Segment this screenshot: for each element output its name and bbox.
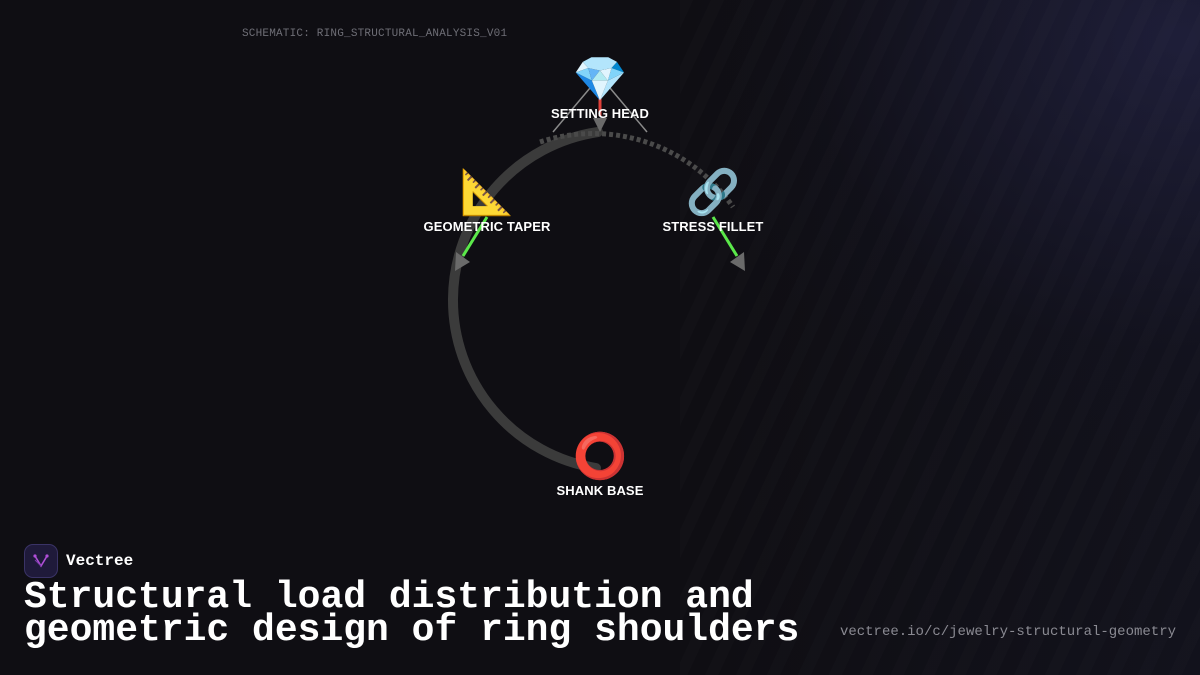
page-title: Structural load distribution and geometr… [24,576,800,652]
node-geometric-taper: 📐 GEOMETRIC TAPER [387,167,587,235]
prong-line-right [609,87,648,133]
node-setting-head: 💎 SETTING HEAD [500,54,700,122]
ring-shank-arc [448,127,603,473]
ring-shoulder-dashed-arc [539,131,736,209]
brand[interactable]: Vectree [24,544,133,578]
schematic-id: SCHEMATIC: RING_STRUCTURAL_ANALYSIS_V01 [242,28,508,40]
brand-name: Vectree [66,552,134,570]
vectree-logo-icon [24,544,58,578]
triangular-ruler-icon: 📐 [459,167,515,218]
gem-icon: 💎 [572,54,628,105]
fillet-load-arrowhead [730,252,745,271]
prong-line-left [552,87,591,133]
link-icon: 🔗 [685,167,741,218]
ring-circle-icon: ⭕ [572,431,628,482]
taper-load-arrow [461,216,489,257]
setting-load-arrowhead [593,118,607,132]
source-url[interactable]: vectree.io/c/jewelry-structural-geometry [839,624,1176,640]
node-stress-fillet: 🔗 STRESS FILLET [613,167,813,235]
node-label-setting-head: SETTING HEAD [551,106,649,121]
fillet-load-arrow [711,216,739,257]
node-label-geometric-taper: GEOMETRIC TAPER [423,219,551,234]
node-label-shank-base: SHANK BASE [556,483,644,498]
node-shank-base: ⭕ SHANK BASE [500,431,700,499]
taper-load-arrowhead [455,252,470,271]
node-label-stress-fillet: STRESS FILLET [662,219,764,234]
